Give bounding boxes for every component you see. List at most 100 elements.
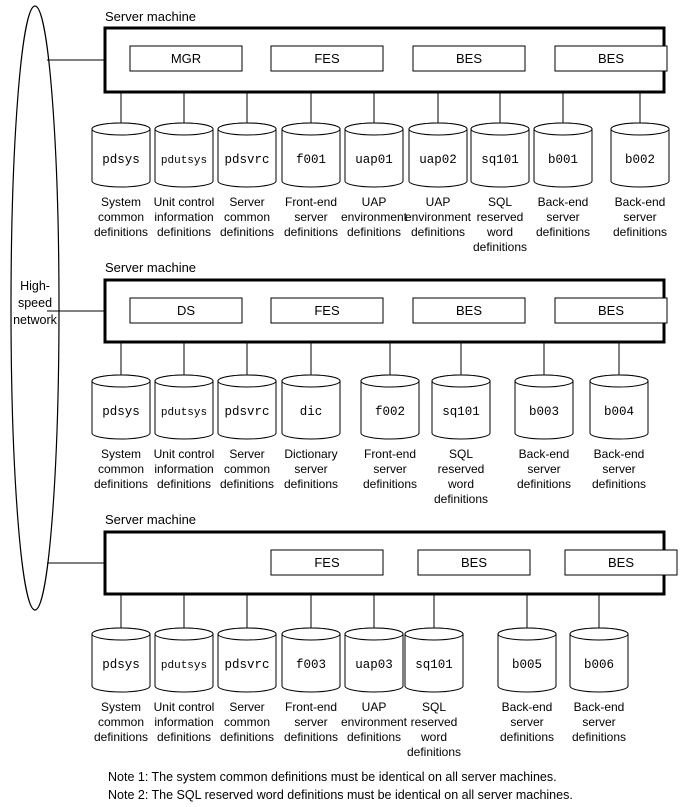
cylinder-top [404, 627, 464, 641]
definition-desc-line: SQL [449, 447, 473, 461]
definition-desc-line: Unit control [154, 700, 215, 714]
definition-desc-line: common [224, 210, 270, 224]
cylinder-top [154, 627, 214, 641]
definition-desc-line: Front-end [285, 195, 337, 209]
definition-file-name: b002 [625, 153, 655, 167]
cylinder-top [569, 627, 629, 641]
definition-desc-line: Unit control [154, 447, 215, 461]
definition-file-name: pdsys [102, 405, 140, 419]
definition-file-name: pdsvrc [224, 405, 269, 419]
definition-desc-line: definitions [407, 745, 461, 759]
definition-desc-line: server [527, 462, 560, 476]
network-label-line: High- [20, 279, 50, 293]
cylinder-top [281, 627, 341, 641]
unit-box [564, 549, 678, 576]
definition-desc-line: UAP [426, 195, 451, 209]
unit-box [270, 549, 384, 576]
unit-box [129, 297, 243, 324]
definition-desc-line: definitions [157, 477, 211, 491]
definition-desc-line: SQL [422, 700, 446, 714]
definition-file-name: uap03 [355, 658, 393, 672]
definition-desc-line: definitions [94, 225, 148, 239]
definition-desc-line: definitions [94, 477, 148, 491]
definition-file-name: pdutsys [161, 660, 207, 672]
machine-title: Server machine [105, 260, 196, 275]
definition-desc-line: definitions [284, 730, 338, 744]
definition-desc-line: definitions [284, 477, 338, 491]
cylinder-top [154, 122, 214, 136]
definition-file-name: b003 [529, 405, 559, 419]
cylinder-top [431, 374, 491, 388]
cylinder-top [344, 627, 404, 641]
definition-file-name: pdsys [102, 153, 140, 167]
cylinder-top [217, 627, 277, 641]
cylinder-top [154, 374, 214, 388]
definition-file-name: pdsvrc [224, 153, 269, 167]
network-ellipse [10, 5, 60, 611]
definition-desc-line: definitions [157, 730, 211, 744]
definition-desc-line: definitions [592, 477, 646, 491]
definition-desc-line: definitions [434, 492, 488, 506]
definition-desc-line: reserved [477, 210, 524, 224]
cylinder-top [408, 122, 468, 136]
cylinder-top [217, 374, 277, 388]
unit-label: MGR [171, 51, 201, 66]
definition-desc-line: server [294, 462, 327, 476]
definition-file-name: pdsys [102, 658, 140, 672]
cylinder-top [497, 627, 557, 641]
definition-desc-line: definitions [536, 225, 590, 239]
definition-desc-line: environment [341, 210, 408, 224]
definition-desc-line: information [154, 210, 213, 224]
definition-desc-line: Back-end [502, 700, 553, 714]
definition-file-name: f001 [296, 153, 326, 167]
definition-desc-line: definitions [363, 477, 417, 491]
definition-desc-line: environment [341, 715, 408, 729]
definition-file-name: uap02 [419, 153, 457, 167]
unit-label: DS [177, 303, 195, 318]
definition-desc-line: common [98, 210, 144, 224]
definition-desc-line: definitions [572, 730, 626, 744]
unit-box [270, 297, 384, 324]
definition-file-name: uap01 [355, 153, 393, 167]
network-label-line: speed [18, 296, 52, 310]
definition-file-name: sq101 [442, 405, 480, 419]
cylinder-top [344, 122, 404, 136]
cylinder-top [589, 374, 649, 388]
notes: Note 1: The system common definitions mu… [108, 768, 573, 804]
unit-box [412, 45, 526, 72]
definition-desc-line: common [98, 715, 144, 729]
definition-desc-line: server [623, 210, 656, 224]
definition-file-name: pdutsys [161, 407, 207, 419]
definition-desc-line: definitions [500, 730, 554, 744]
definition-desc-line: reserved [438, 462, 485, 476]
definition-file-name: sq101 [415, 658, 453, 672]
definition-desc-line: Back-end [574, 700, 625, 714]
unit-label: BES [456, 303, 482, 318]
definition-desc-line: Front-end [364, 447, 416, 461]
definition-file-name: pdsvrc [224, 658, 269, 672]
definition-file-name: pdutsys [161, 155, 207, 167]
note-2: Note 2: The SQL reserved word definition… [108, 788, 573, 802]
definition-desc-line: server [294, 210, 327, 224]
definition-desc-line: Back-end [594, 447, 645, 461]
definition-desc-line: reserved [411, 715, 458, 729]
unit-label: FES [314, 555, 340, 570]
definition-desc-line: Server [229, 700, 264, 714]
definition-desc-line: environment [405, 210, 472, 224]
definition-file-name: b005 [512, 658, 542, 672]
unit-box [270, 45, 384, 72]
definition-desc-line: definitions [220, 477, 274, 491]
